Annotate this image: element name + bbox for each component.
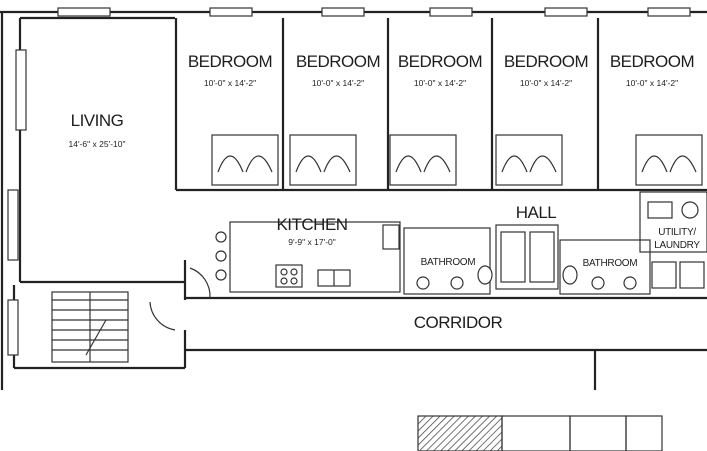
- bedroom-1-label: BEDROOM: [188, 52, 272, 71]
- bedroom-2-label: BEDROOM: [296, 52, 380, 71]
- key-plan: [417, 415, 663, 451]
- living-dim: 14'-6" x 25'-10": [68, 139, 125, 149]
- bath-walls: [403, 191, 707, 295]
- kitchen-dim: 9'-9" x 17'-0": [288, 237, 336, 247]
- bedroom-walls: [174, 18, 707, 192]
- bedroom-4-dim: 10'-0" x 14'-2": [520, 78, 572, 88]
- bedroom-4-label: BEDROOM: [504, 52, 588, 71]
- stairs: [51, 291, 129, 363]
- bedroom-3-label: BEDROOM: [398, 52, 482, 71]
- utility-label-line2: LAUNDRY: [654, 240, 700, 251]
- bedroom-5-label: BEDROOM: [610, 52, 694, 71]
- bedroom-1-dim: 10'-0" x 14'-2": [204, 78, 256, 88]
- living-label: LIVING: [71, 111, 124, 130]
- bedroom-5-dim: 10'-0" x 14'-2": [626, 78, 678, 88]
- bathroom-1-label: BATHROOM: [421, 257, 476, 268]
- corridor-walls: [14, 267, 707, 390]
- hall-label: HALL: [516, 203, 557, 222]
- kitchen-label: KITCHEN: [276, 215, 347, 234]
- bedroom-3-dim: 10'-0" x 14'-2": [414, 78, 466, 88]
- closets: [211, 134, 703, 186]
- corridor-label: CORRIDOR: [414, 313, 503, 332]
- windows: [7, 7, 691, 356]
- bathroom-2-label: BATHROOM: [583, 258, 638, 269]
- bedroom-2-dim: 10'-0" x 14'-2": [312, 78, 364, 88]
- kitchen-walls: [20, 221, 401, 300]
- utility-label-line1: UTILITY/: [658, 227, 696, 238]
